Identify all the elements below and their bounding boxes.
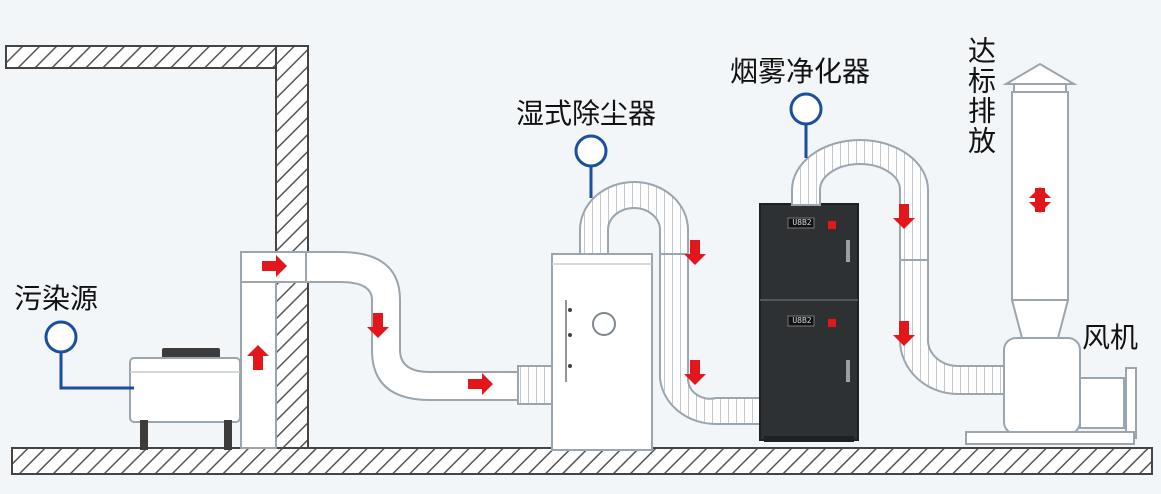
purifier-display-bottom: U8B2 xyxy=(792,316,812,325)
pointer-smoke-purifier xyxy=(789,92,823,158)
flex-duct-arch-1 xyxy=(579,181,689,255)
ground-hatched xyxy=(11,447,1153,475)
flow-arrow-down xyxy=(684,360,706,385)
flex-duct-down-1 xyxy=(659,253,761,426)
label-smoke-purifier: 烟雾净化器 xyxy=(730,55,871,88)
flow-arrow-right xyxy=(262,255,287,277)
pointer-wet-scrubber xyxy=(574,134,608,198)
flow-arrow-down xyxy=(684,240,706,265)
label-pollution-source: 污染源 xyxy=(14,282,99,315)
flex-duct-down-2 xyxy=(899,259,1005,395)
label-wet-scrubber: 湿式除尘器 xyxy=(516,97,657,130)
smoke-purifier-unit xyxy=(759,203,859,442)
label-fan: 风机 xyxy=(1082,321,1139,354)
flow-arrow-down xyxy=(367,313,389,338)
purifier-display-top: U8B2 xyxy=(792,218,812,227)
pointer-pollution-source xyxy=(44,320,134,390)
main-duct xyxy=(305,251,521,401)
wet-scrubber-unit xyxy=(551,253,653,451)
exhaust-hood-duct xyxy=(240,251,309,449)
flex-duct-arch-2 xyxy=(791,139,929,261)
label-compliant-emission: 达标排放 xyxy=(964,36,997,156)
scrubber-inlet-flex xyxy=(517,365,553,405)
flow-arrow-right xyxy=(468,373,493,395)
flow-arrow-up xyxy=(247,345,269,370)
flow-arrow-up xyxy=(1029,187,1051,212)
flow-arrow-down xyxy=(893,321,915,346)
pollution-source-machine xyxy=(129,348,241,450)
flow-arrow-down xyxy=(893,204,915,229)
ceiling-hatched xyxy=(5,45,309,69)
wall-hatched xyxy=(275,45,309,451)
flow-arrows xyxy=(247,187,1051,395)
